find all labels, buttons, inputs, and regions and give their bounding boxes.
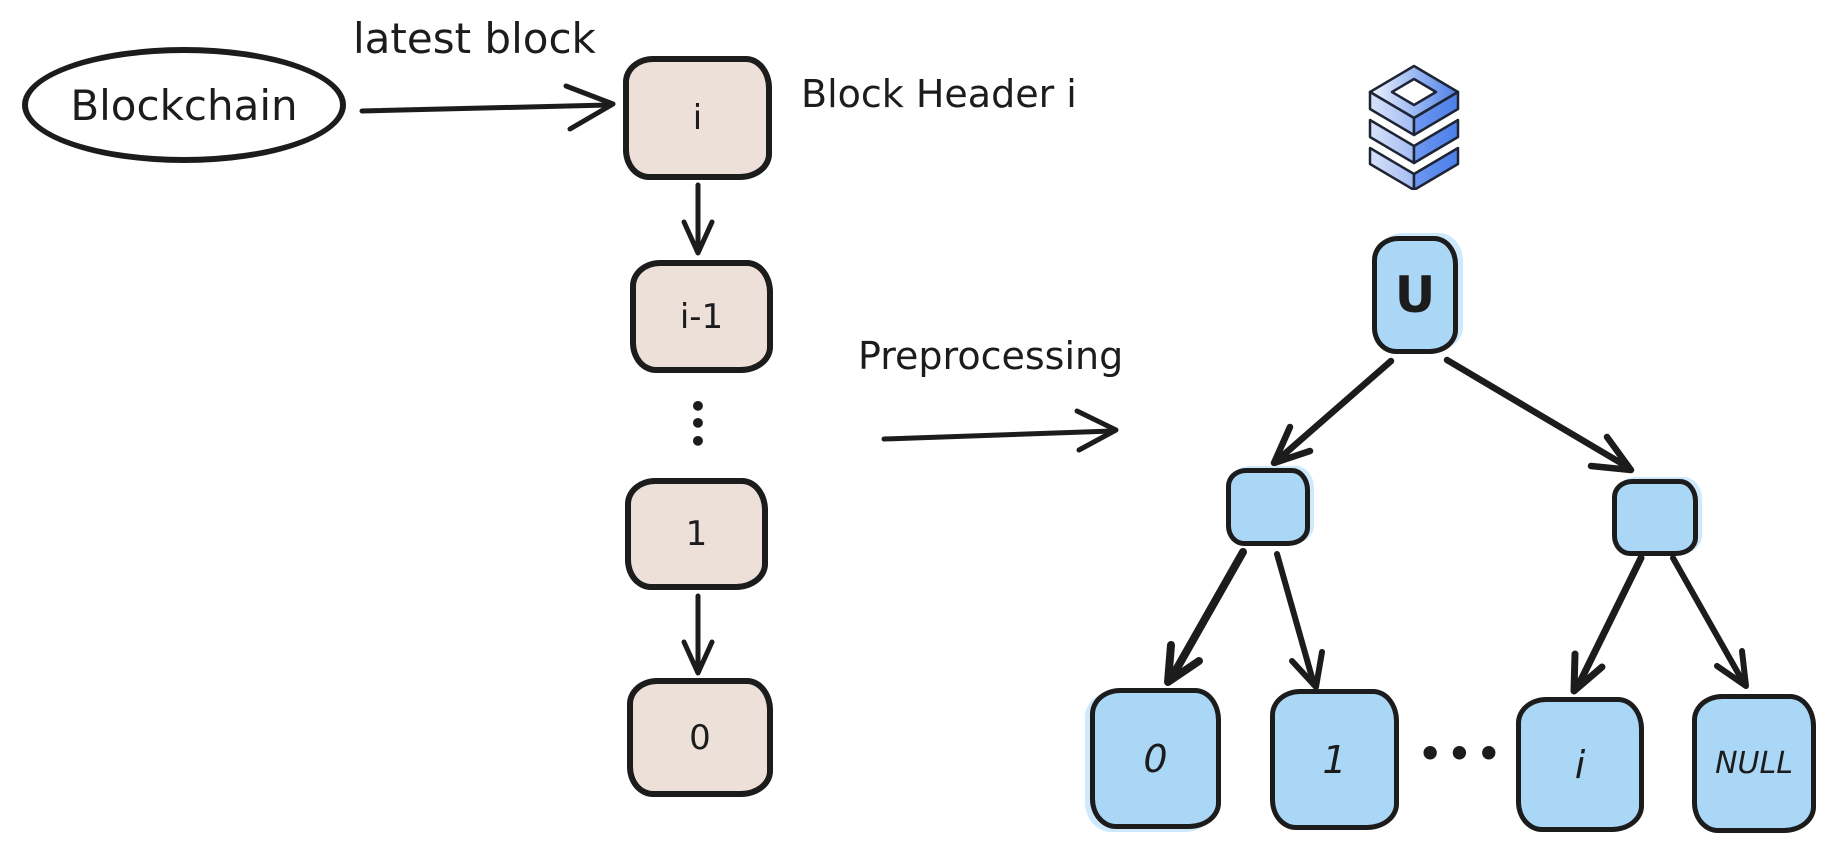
- latest-block-arrow: [359, 83, 616, 132]
- block-header-note: Block Header i: [801, 72, 1077, 116]
- arrow-root-to-right-child: [1443, 356, 1635, 474]
- chain-block-i-label: i: [692, 98, 703, 138]
- leaf-node-null: NULL: [1692, 694, 1816, 833]
- chain-block-i-1: i-1: [630, 260, 773, 373]
- latest-block-label: latest block: [353, 14, 596, 63]
- leaf-0-label: 0: [1143, 736, 1168, 781]
- chain-block-i-1-label: i-1: [679, 296, 724, 337]
- chain-block-0-label: 0: [689, 717, 711, 758]
- leaf-node-0: 0: [1090, 688, 1221, 829]
- leaf-null-label: NULL: [1715, 746, 1793, 781]
- arrow-right-child-to-leaf-i: [1570, 554, 1645, 695]
- arrow-left-child-to-leaf-1: [1274, 551, 1325, 690]
- tree-right-child-node: [1612, 479, 1698, 556]
- chain-ellipsis: • • •: [689, 390, 707, 458]
- blockchain-label: Blockchain: [70, 80, 298, 130]
- blockchain-ellipse: Blockchain: [22, 47, 346, 163]
- tree-root-label: U: [1394, 266, 1436, 324]
- arrow-left-child-to-leaf-0: [1164, 548, 1247, 686]
- tree-root-node: U: [1372, 236, 1458, 354]
- arrow-block-i-to-i-1: [681, 182, 715, 256]
- db-icon-shapes: [1368, 64, 1460, 190]
- chain-block-0: 0: [627, 678, 773, 797]
- arrow-root-to-left-child: [1270, 357, 1395, 467]
- leaves-ellipsis: •••: [1418, 732, 1506, 776]
- preprocessing-arrow: [881, 408, 1119, 453]
- chain-block-1-label: 1: [685, 514, 708, 554]
- leaf-1-label: 1: [1322, 737, 1347, 782]
- chain-block-1: 1: [625, 478, 768, 590]
- leaf-i-label: i: [1574, 742, 1586, 787]
- leaf-node-i: i: [1516, 697, 1644, 832]
- tree-left-child-node: [1226, 468, 1310, 546]
- chain-block-i: i: [623, 56, 772, 180]
- arrow-right-child-to-leaf-null: [1670, 555, 1749, 689]
- leaf-node-1: 1: [1270, 689, 1399, 830]
- preprocessing-label: Preprocessing: [858, 334, 1124, 378]
- arrow-block-1-to-0: [681, 593, 715, 676]
- database-stack-icon: [1368, 64, 1460, 190]
